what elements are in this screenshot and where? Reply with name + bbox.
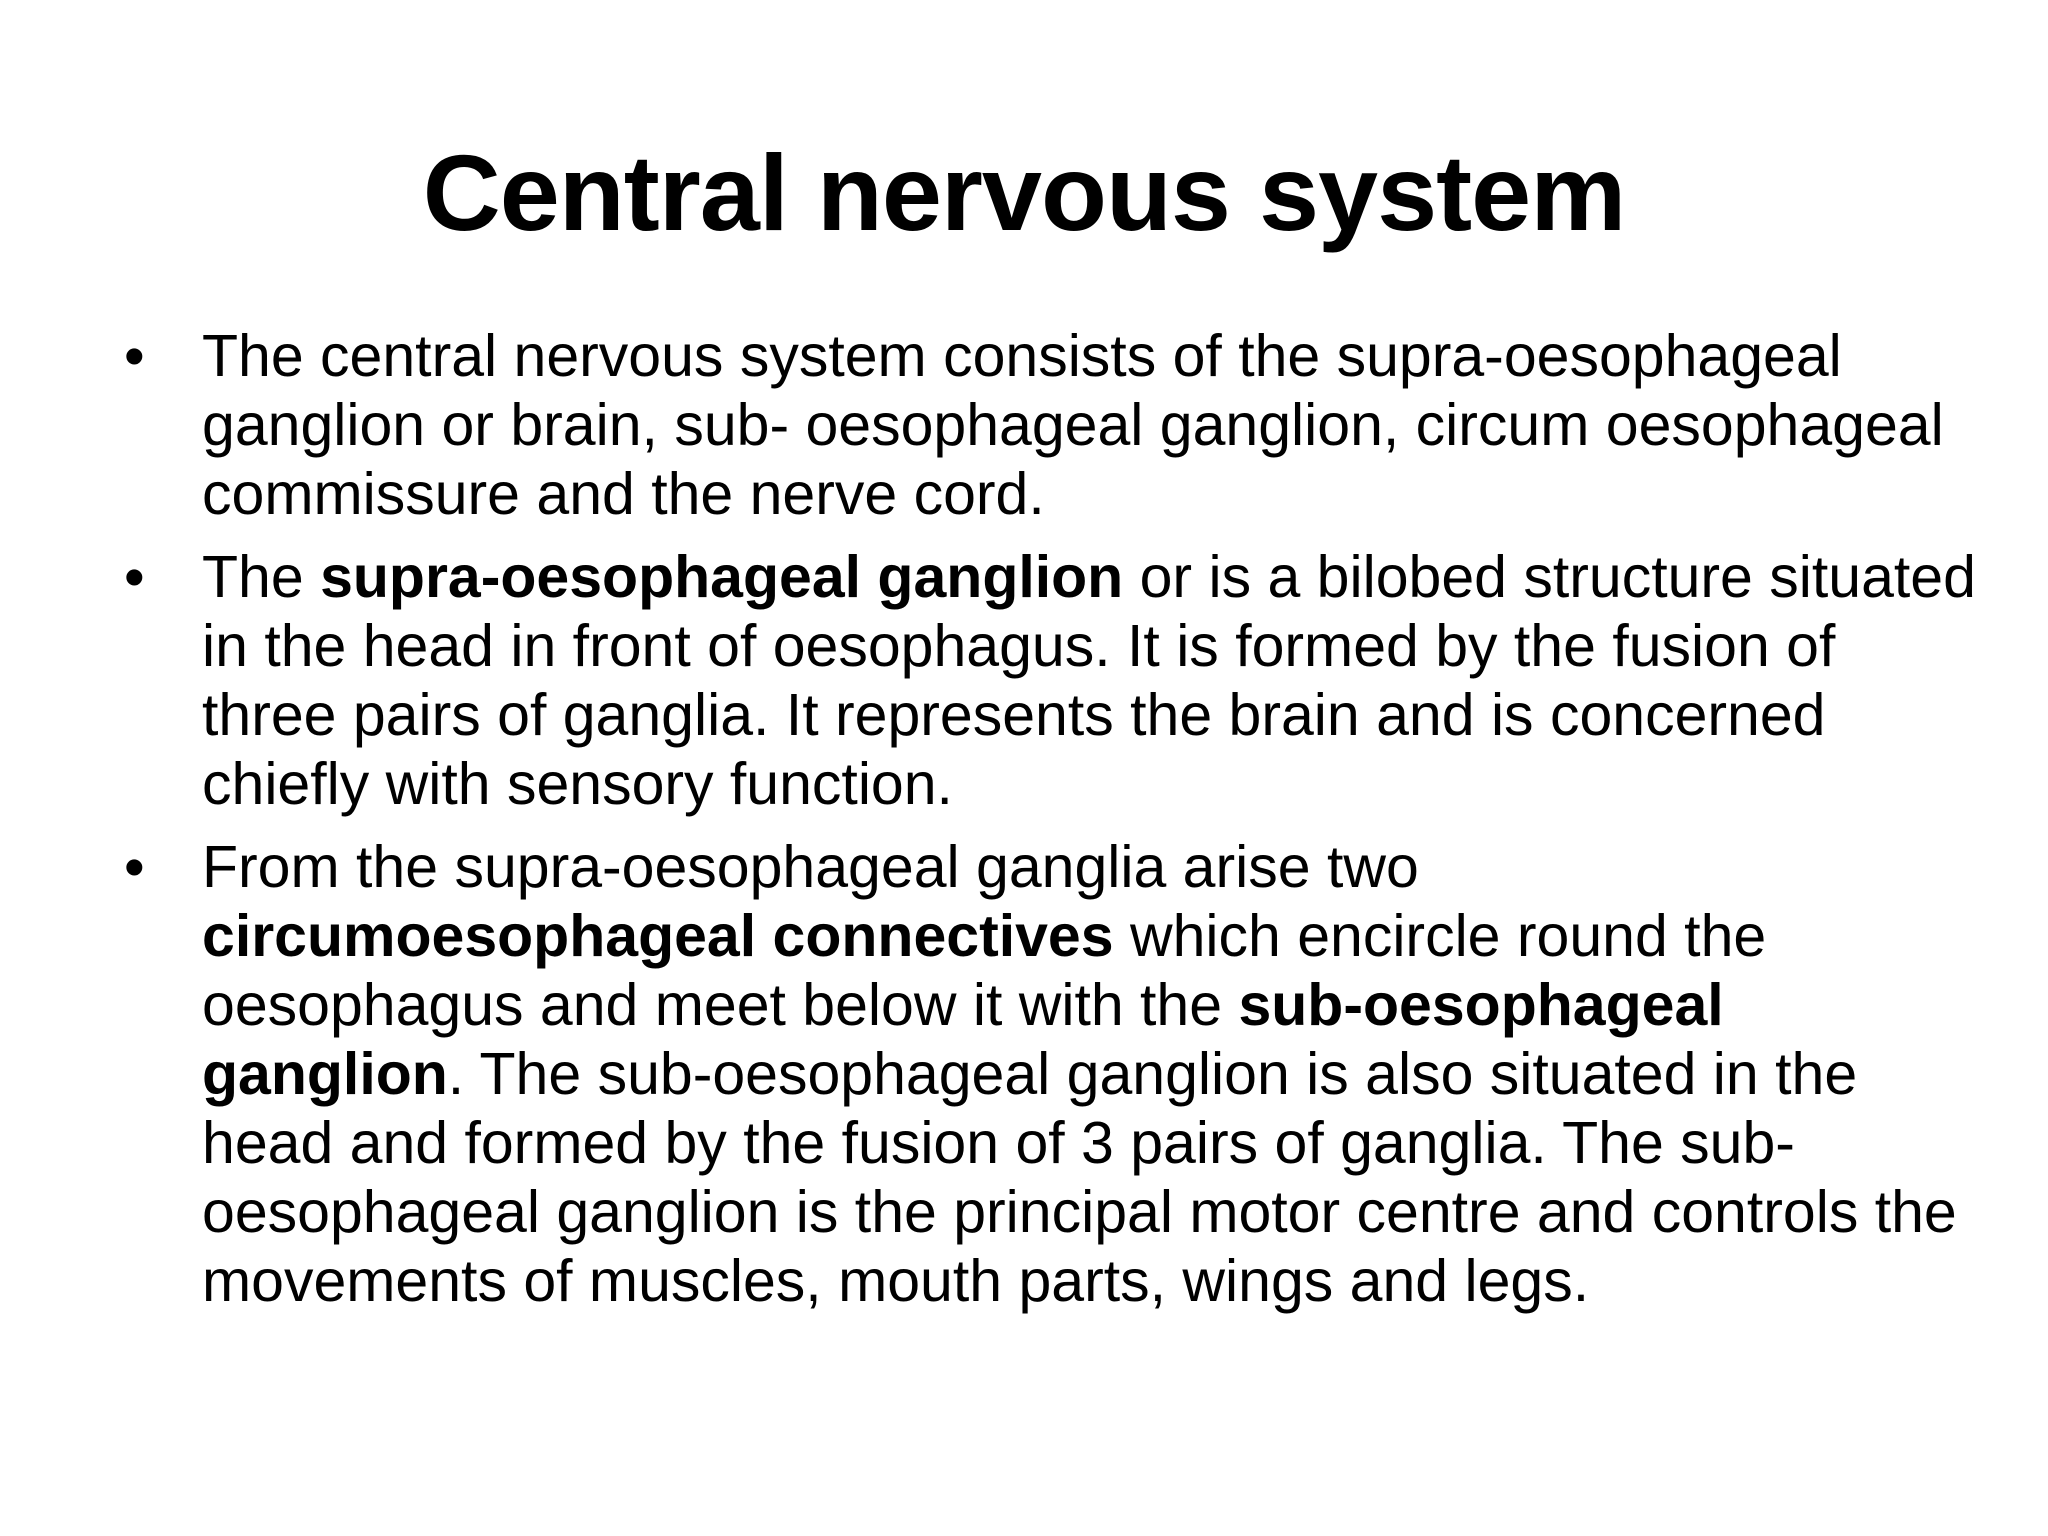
bullet-3-text-b: which encircle round the oesophagus and … bbox=[202, 903, 1767, 1038]
slide-title: Central nervous system bbox=[422, 132, 1627, 253]
bullet-item-3: • From the supra-oesophageal ganglia ari… bbox=[116, 833, 1976, 1316]
bullet-2-term-supra-oesophageal-ganglion: supra-oesophageal ganglion bbox=[320, 544, 1124, 610]
bullet-2-text-a: The bbox=[202, 544, 321, 610]
bullet-icon: • bbox=[124, 834, 145, 900]
bullet-item-2: • The supra-oesophageal ganglion or is a… bbox=[116, 543, 1976, 819]
bullet-1-text: The central nervous system consists of t… bbox=[202, 323, 1944, 527]
bullet-2-text-b: or is a bilobed structure situated in th… bbox=[202, 544, 1976, 817]
bullet-3-text-c: . The sub-oesophageal ganglion is also s… bbox=[202, 1041, 1957, 1314]
bullet-list: • The central nervous system consists of… bbox=[116, 322, 1976, 1330]
bullet-icon: • bbox=[124, 323, 145, 389]
bullet-3-term-circumoesophageal-connectives: circumoesophageal connectives bbox=[202, 903, 1114, 969]
bullet-icon: • bbox=[124, 544, 145, 610]
bullet-3-term-sub-oesophageal-ganglion: sub-oesophageal ganglion bbox=[202, 972, 1724, 1107]
bullet-3-text-a: From the supra-oesophageal ganglia arise… bbox=[202, 834, 1419, 900]
bullet-item-1: • The central nervous system consists of… bbox=[116, 322, 1976, 529]
